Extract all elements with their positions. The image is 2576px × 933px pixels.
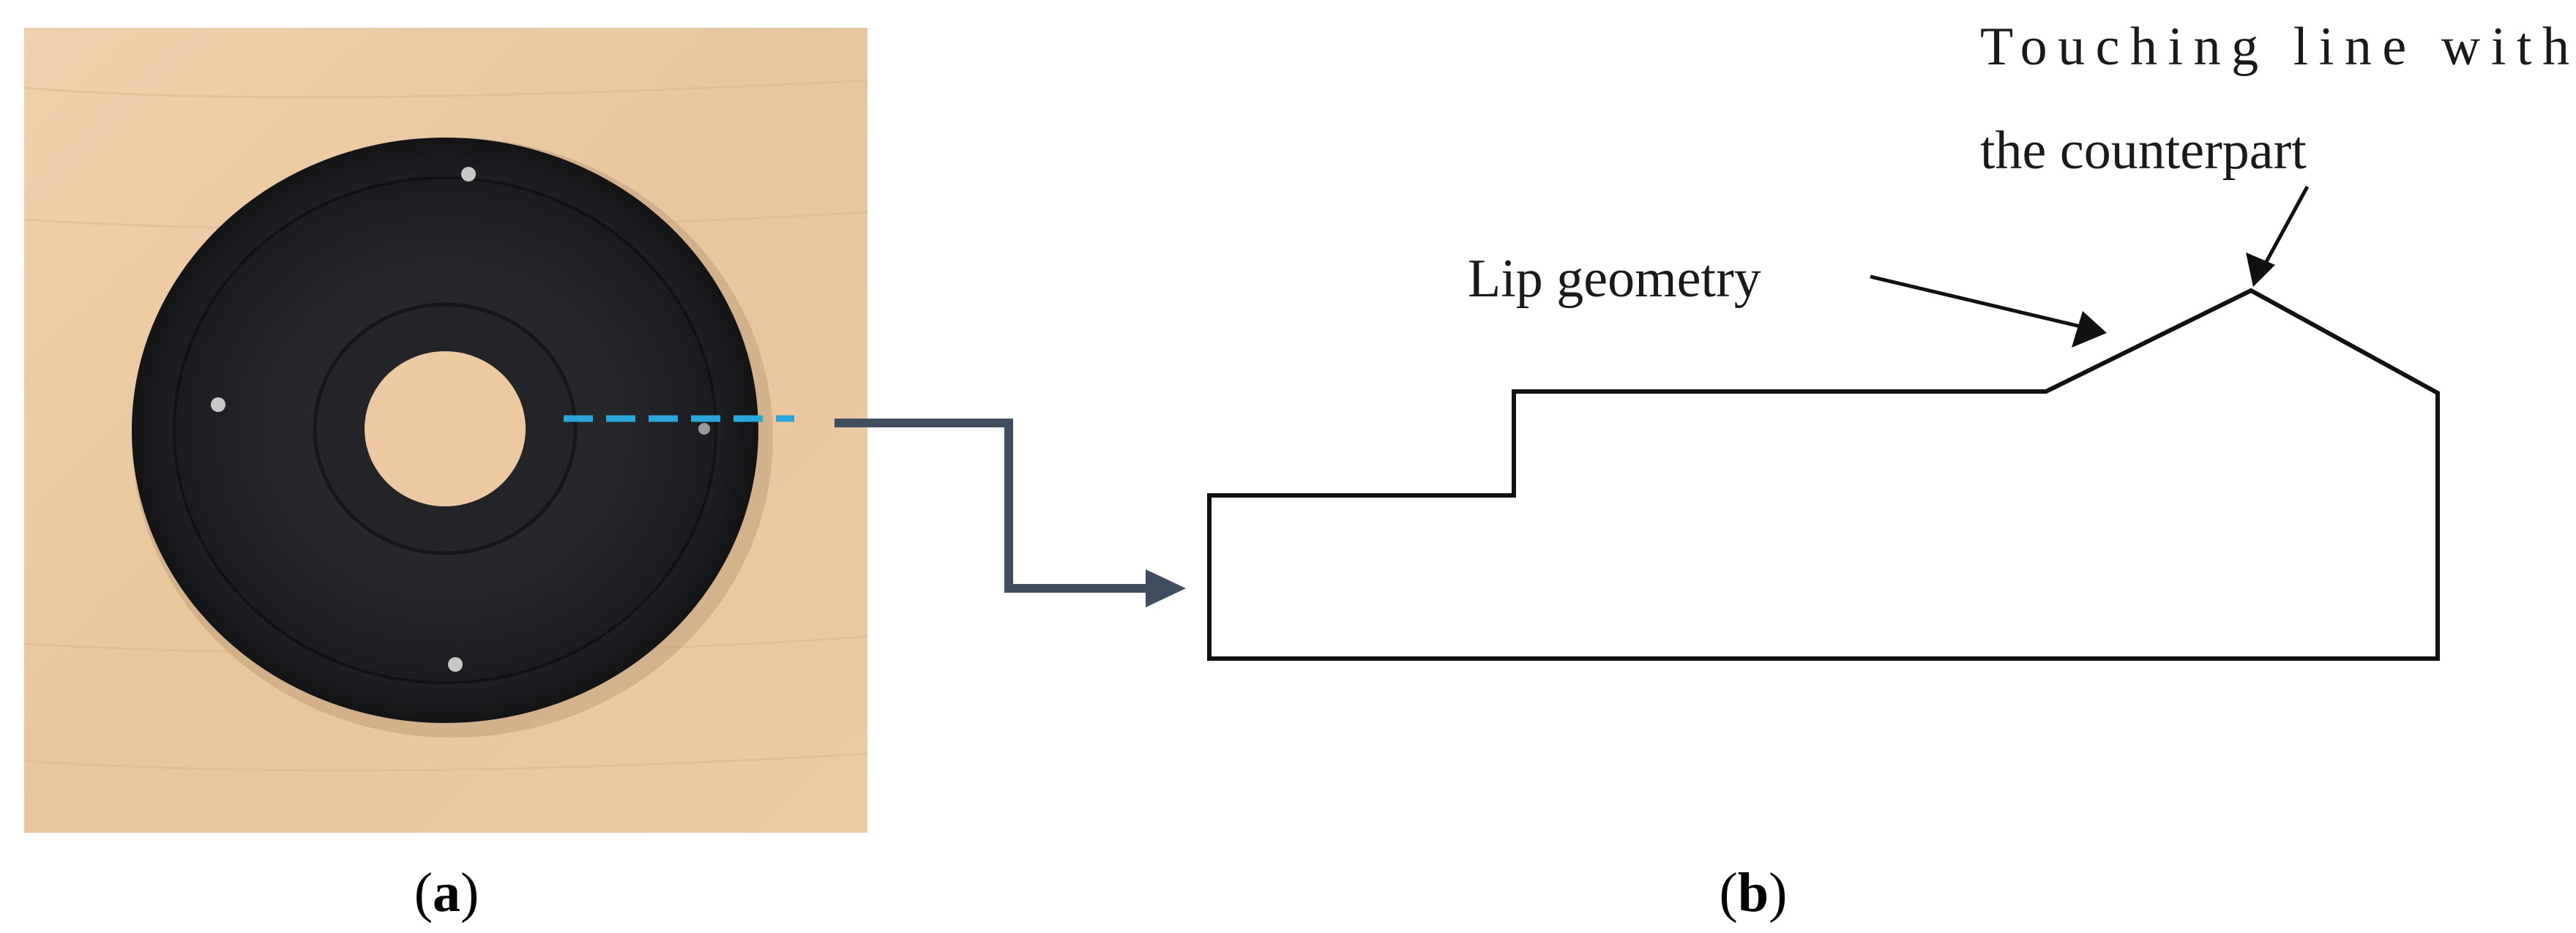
bolt-hole-right xyxy=(698,423,710,435)
touch-pointer-line xyxy=(2261,185,2310,269)
touching-line-label-1: Touching line with xyxy=(1980,17,2569,77)
panel-b-profile: Lip geometry Touching line with the coun… xyxy=(1207,17,2569,661)
panel-b-label: (b) xyxy=(1720,862,1788,923)
bolt-hole-left xyxy=(211,397,225,412)
touching-line-label-2: the counterpart xyxy=(1980,121,2307,181)
connector-arrow xyxy=(835,419,1186,607)
rubber-seal xyxy=(132,138,773,738)
lip-profile-outline xyxy=(1207,288,2440,661)
arrow-right-icon xyxy=(835,419,1153,593)
lip-geometry-label: Lip geometry xyxy=(1468,249,1761,309)
panel-a-photo xyxy=(23,28,868,833)
bolt-hole-top xyxy=(461,167,476,181)
seal-bore-hole xyxy=(365,351,526,506)
connector-arrowhead xyxy=(1146,569,1186,607)
panel-a-label: (a) xyxy=(414,862,479,923)
bolt-hole-bottom xyxy=(448,657,463,672)
arrow-pointer-icon xyxy=(2072,311,2107,348)
touch-arrowhead xyxy=(2246,252,2275,287)
lip-pointer-line xyxy=(1870,274,2087,330)
